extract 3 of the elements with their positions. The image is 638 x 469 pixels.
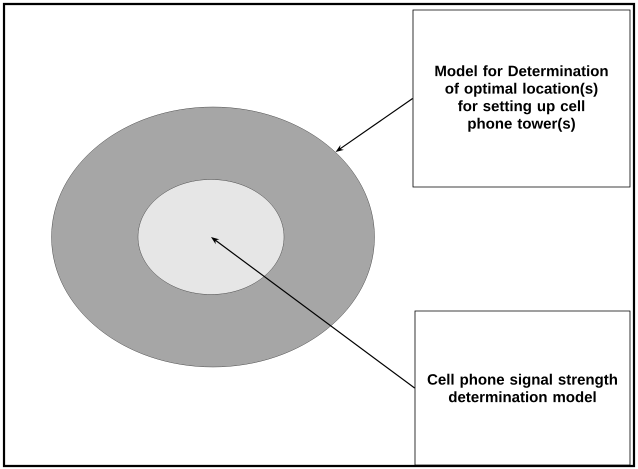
text-box: Cell phone signal strength determination model	[414, 310, 630, 466]
ellipse	[138, 179, 284, 295]
text-box: Model for Determination of optimal location(s) for setting up cell phone tower(s)	[412, 10, 630, 188]
